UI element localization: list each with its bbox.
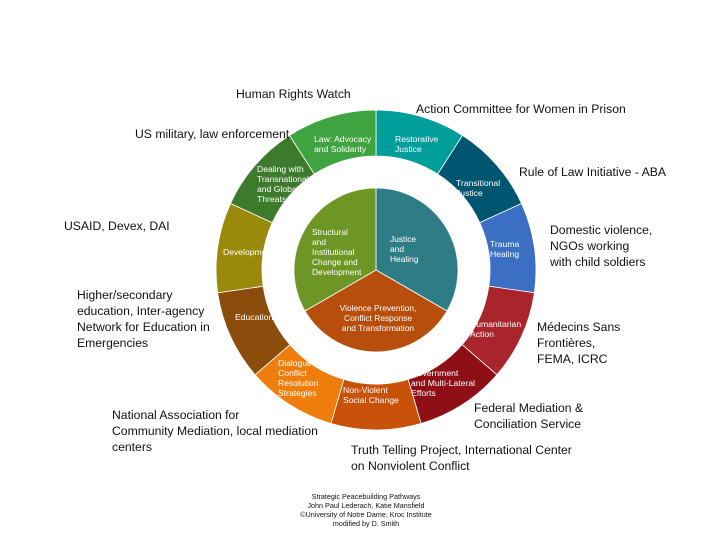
segment-label-dialogue-line: Conflict [278,368,307,378]
core-label-violence-line: and Transformation [342,323,414,333]
segment-label-government-line: and Multi-Lateral [411,378,475,388]
annotation-domestic-violence-line: with child soldiers [549,255,646,269]
core-label-justice-line: and [390,244,404,254]
core-label-structural-line: Development [312,267,362,277]
segment-label-government-line: Efforts [411,388,436,398]
core-label-justice-line: Healing [390,254,419,264]
annotation-human-rights-watch: Human Rights Watch [236,87,351,101]
annotation-federal-mediation-line: Conciliation Service [474,417,581,431]
annotation-action-committee-line: Action Committee for Women in Prison [416,102,626,116]
segment-label-development-line: Development [223,247,274,257]
credits-text-line: modified by D. Smith [333,519,399,528]
annotation-usaid-line: USAID, Devex, DAI [64,219,170,233]
core-label-violence-line: Conflict Response [344,313,412,323]
annotation-human-rights-watch-line: Human Rights Watch [236,87,351,101]
annotation-medecins-line: Médecins Sans [537,320,620,334]
segment-label-dialogue-line: Strategies [278,388,317,398]
core-label-structural-line: Structural [312,227,348,237]
segment-label-education-line: Education [235,312,273,322]
annotation-domestic-violence: Domestic violence, NGOs working with child… [549,223,652,269]
core-label-structural-line: Change and [312,257,358,267]
core-slice-violence [304,269,448,353]
segment-label-dealing-line: and Global [257,184,299,194]
credits-text-line: ©University of Notre Dame, Kroc Institut… [300,510,432,519]
annotation-community-mediation-line: centers [112,440,152,454]
segment-label-humanitarian-line: Action [470,329,494,339]
core-label-structural-line: and [312,237,326,247]
segment-label-nonviolent-line: Non-Violent [343,385,388,395]
segment-label-nonviolent-line: Social Change [343,395,399,405]
segment-label-restorative-line: Justice [395,144,422,154]
core-label-violence-line: Violence Prevention, [340,303,417,313]
segment-label-transitional-line: Transitional [456,178,500,188]
annotation-truth-telling-line: Truth Telling Project, International Cen… [351,443,572,457]
annotation-federal-mediation: Federal Mediation & Conciliation Service [474,401,583,431]
annotation-us-military-line: US military, law enforcement [135,127,290,141]
annotation-us-military: US military, law enforcement [135,127,290,141]
annotation-medecins-line: FEMA, ICRC [537,352,608,366]
annotation-domestic-violence-line: NGOs working [550,239,629,253]
segment-label-law-line: Law: Advocacy [314,134,372,144]
annotation-rule-of-law-line: Rule of Law Initiative - ABA [519,165,667,179]
segment-label-transitional-line: Justice [456,188,483,198]
core-label-justice-line: Justice [390,234,416,244]
segment-label-government-line: Government [411,368,459,378]
segment-label-humanitarian-line: Humanitarian [470,319,521,329]
annotation-truth-telling: Truth Telling Project, International Cen… [351,443,572,473]
annotation-domestic-violence-line: Domestic violence, [550,223,652,237]
credits-text-line: John Paul Lederach, Katie Mansfield [307,501,424,510]
segment-label-dialogue-line: Dialogue / [278,358,317,368]
segment-label-development: Development [223,247,274,257]
segment-label-dealing-line: Transnational [257,174,309,184]
annotation-rule-of-law: Rule of Law Initiative - ABA [519,165,667,179]
segment-label-law-line: and Solidarity [314,144,367,154]
segment-label-trauma-line: Healing [490,249,519,259]
annotation-higher-education-line: Emergencies [77,336,148,350]
annotation-higher-education-line: Higher/secondary [77,288,173,302]
annotation-federal-mediation-line: Federal Mediation & [474,401,583,415]
core-slice-justice [375,187,459,312]
core-slice-structural [293,187,377,312]
segment-label-dialogue-line: Resolution [278,378,319,388]
annotation-action-committee: Action Committee for Women in Prison [416,102,626,116]
segment-label-education: Education [235,312,273,322]
segment-label-restorative-line: Restorative [395,134,439,144]
segment-label-dealing-line: Threats [257,194,286,204]
annotation-higher-education-line: Network for Education in [77,320,210,334]
core-label-structural-line: Institutional [312,247,355,257]
credits-text-line: Strategic Peacebuilding Pathways [312,492,421,501]
annotation-usaid: USAID, Devex, DAI [64,219,170,233]
annotation-medecins-line: Frontières, [537,336,595,350]
annotation-community-mediation-line: Community Mediation, local mediation [112,424,318,438]
annotation-community-mediation-line: National Association for [112,408,239,422]
annotation-higher-education-line: education, Inter-agency [77,304,205,318]
segment-label-dealing-line: Dealing with [257,164,304,174]
segment-label-trauma-line: Trauma [490,239,520,249]
annotation-truth-telling-line: on Nonviolent Conflict [351,459,470,473]
